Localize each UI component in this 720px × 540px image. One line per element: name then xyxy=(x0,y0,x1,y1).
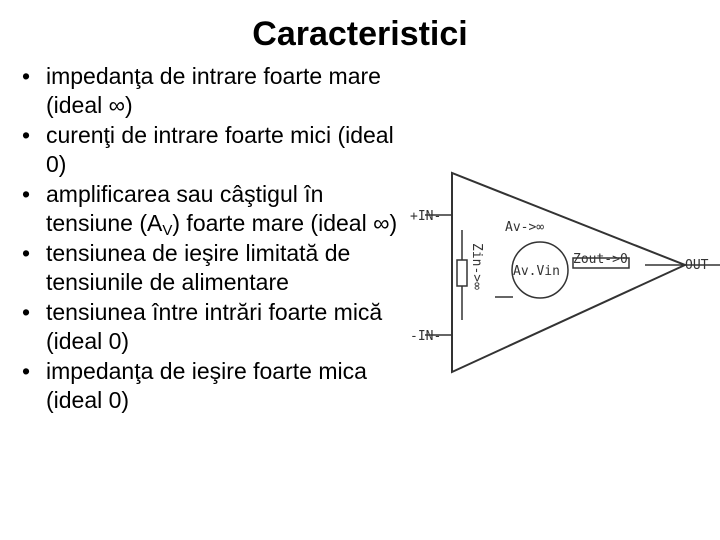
gain-label: Av->∞ xyxy=(505,220,544,235)
input-minus-label: -IN- xyxy=(410,329,441,344)
bullet-icon: • xyxy=(22,240,31,266)
voltage-source-icon xyxy=(511,241,569,299)
bullet-text: impedanţa de intrare foarte mare (ideal … xyxy=(46,63,381,118)
bullet-icon: • xyxy=(22,299,31,325)
input-plus-label: +IN- xyxy=(410,209,441,224)
bullet-icon: • xyxy=(22,122,31,148)
bullet-text-continued: ) foarte mare (ideal ∞) xyxy=(172,210,398,236)
bullet-text: amplificarea sau câştigul în tensiune (A xyxy=(46,181,324,236)
bullet-text: tensiunea între intrări foarte mică (ide… xyxy=(46,299,383,354)
op-amp-diagram: +IN- -IN- Av->∞ Av.Vin Zout->0 OUT Zin->… xyxy=(410,171,720,374)
output-label: OUT xyxy=(685,258,709,273)
bullet-icon: • xyxy=(22,63,31,89)
list-item: • tensiunea de ieşire limitată de tensiun… xyxy=(18,239,413,297)
bullet-text: curenţi de intrare foarte mici (ideal 0) xyxy=(46,122,394,177)
op-amp-triangle xyxy=(451,171,688,374)
bullet-icon: • xyxy=(22,358,31,384)
characteristics-list: • impedanţa de intrare foarte mare (ideal… xyxy=(18,62,413,416)
list-item: • curenţi de intrare foarte mici (ideal 0… xyxy=(18,121,413,179)
zout-label: Zout->0 xyxy=(573,252,628,267)
bullet-text: impedanţa de ieşire foarte mica (ideal 0… xyxy=(46,358,367,413)
list-item: • impedanţa de intrare foarte mare (ideal… xyxy=(18,62,413,120)
bullet-text: tensiunea de ieşire limitată de tensiuni… xyxy=(46,240,351,295)
bullet-icon: • xyxy=(22,181,31,207)
list-item: • amplificarea sau câştigul în tensiune (… xyxy=(18,180,413,238)
list-item: • tensiunea între intrări foarte mică (id… xyxy=(18,298,413,356)
zin-label: Zin->∞ xyxy=(469,243,484,290)
bullet-subscript: V xyxy=(162,222,173,239)
source-label: Av.Vin xyxy=(513,264,560,279)
list-item: • impedanţa de ieşire foarte mica (ideal … xyxy=(18,357,413,415)
page-title: Caracteristici xyxy=(252,15,468,53)
zout-resistor-icon xyxy=(572,257,630,269)
zin-resistor-icon xyxy=(456,259,468,287)
